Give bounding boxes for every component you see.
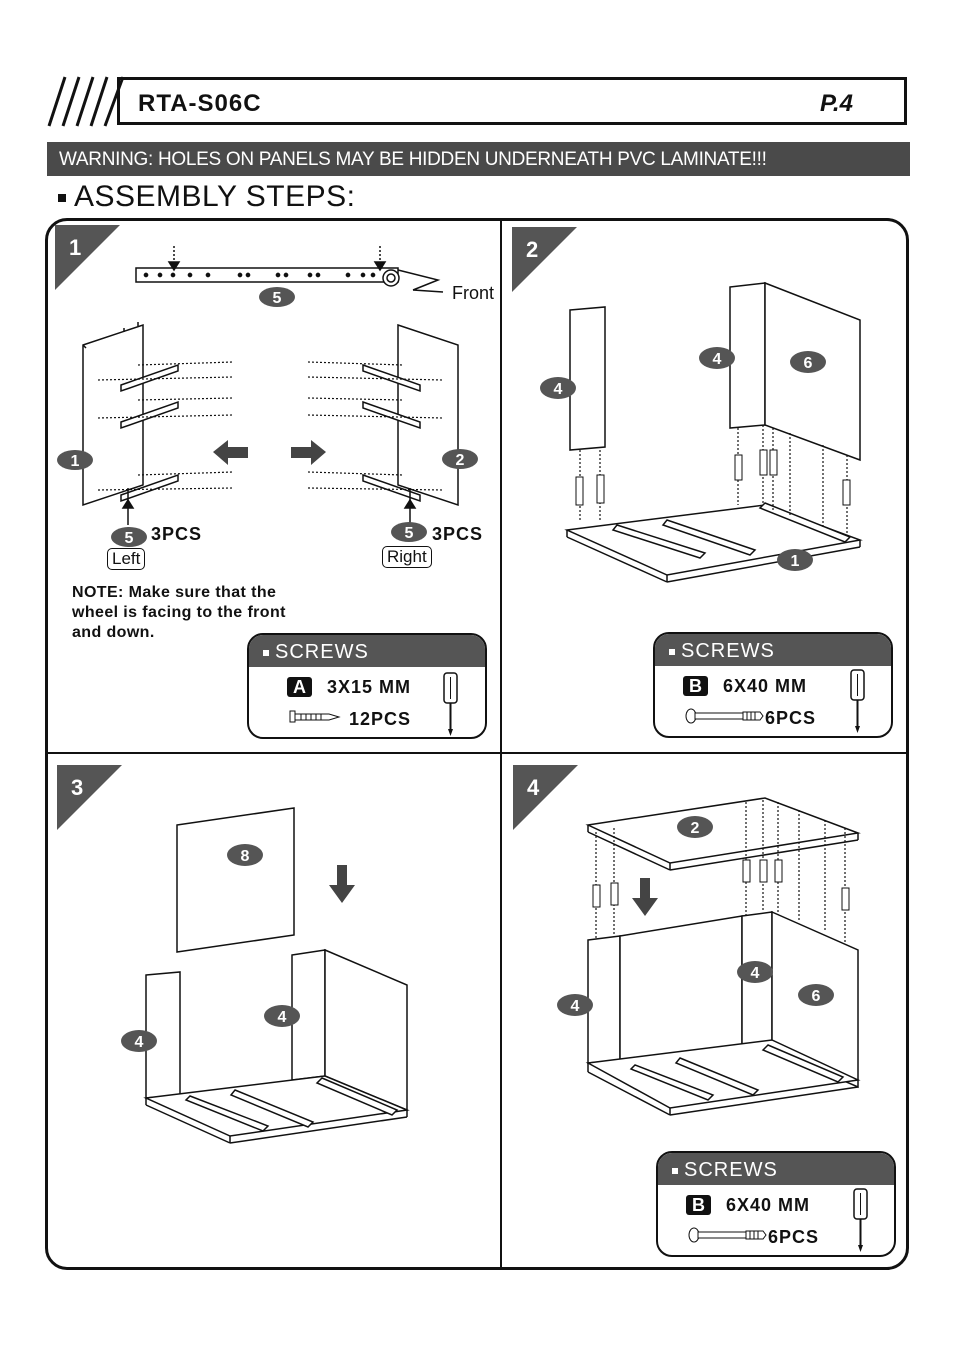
right-side-panel bbox=[362, 323, 459, 525]
part-badge-2 bbox=[677, 816, 713, 838]
screw-a-icon bbox=[289, 710, 341, 723]
right-qty: 3PCS bbox=[432, 524, 484, 544]
svg-text:6: 6 bbox=[804, 355, 813, 372]
screw-b-icon bbox=[685, 708, 764, 724]
svg-text:4: 4 bbox=[713, 351, 722, 368]
step-3-illustration: 8 4 4 bbox=[121, 807, 410, 1144]
part-badge-4a bbox=[540, 377, 576, 399]
part-badge-5 bbox=[259, 287, 295, 307]
part-badge-4b bbox=[737, 961, 773, 983]
back-panel-8 bbox=[176, 807, 295, 953]
screw-b-icon bbox=[688, 1227, 767, 1243]
step-1-number: 1 bbox=[69, 235, 81, 260]
screws-box-step-2: SCREWS B 6X40 MM 6PCS bbox=[653, 632, 893, 738]
svg-text:4: 4 bbox=[751, 965, 760, 982]
screw-code-b: B bbox=[683, 676, 708, 696]
screw-qty: 12PCS bbox=[349, 709, 412, 729]
drawer-slide-illustration bbox=[135, 246, 444, 293]
left-qty: 3PCS bbox=[151, 524, 203, 544]
section-title: ASSEMBLY STEPS: bbox=[58, 180, 356, 214]
part-2-label: 2 bbox=[456, 452, 465, 469]
screw-code-a: A bbox=[287, 677, 312, 697]
grid-divider-vertical bbox=[500, 218, 502, 1270]
svg-text:4: 4 bbox=[571, 998, 580, 1015]
page-number: P.4 bbox=[820, 90, 853, 117]
part-badge-8 bbox=[227, 844, 263, 866]
qty-badge-left bbox=[111, 527, 147, 547]
qty-badge-right bbox=[391, 522, 427, 542]
step-2-number: 2 bbox=[526, 237, 538, 262]
arrow-down-icon bbox=[329, 865, 355, 903]
part-badge-2 bbox=[442, 449, 478, 469]
screws-box-step-4: SCREWS B 6X40 MM 6PCS bbox=[656, 1151, 896, 1257]
header-box bbox=[117, 77, 907, 125]
step-3-corner: 3 bbox=[57, 765, 122, 830]
part-badge-4a bbox=[121, 1030, 157, 1052]
part-badge-4b bbox=[264, 1005, 300, 1027]
svg-text:4: 4 bbox=[554, 381, 563, 398]
left-side-panel bbox=[82, 322, 179, 525]
part-badge-4b bbox=[699, 347, 735, 369]
step-2-illustration: 4 4 6 1 bbox=[540, 281, 863, 583]
grid-divider-horizontal bbox=[45, 752, 909, 754]
svg-text:2: 2 bbox=[691, 820, 700, 837]
panel-4-back bbox=[729, 282, 766, 429]
step-4-number: 4 bbox=[527, 775, 540, 800]
svg-text:1: 1 bbox=[791, 553, 800, 570]
part-badge-4a bbox=[557, 994, 593, 1016]
arrow-left-icon bbox=[213, 440, 248, 465]
warning-banner: WARNING: HOLES ON PANELS MAY BE HIDDEN U… bbox=[47, 142, 910, 176]
svg-text:8: 8 bbox=[241, 848, 250, 865]
panel-4-back bbox=[741, 911, 773, 1059]
screwdriver-icon bbox=[443, 672, 458, 736]
panel-4-left bbox=[569, 306, 606, 451]
step-1-illustration: 5 1 2 5 5 bbox=[57, 246, 478, 547]
assembly-note: NOTE: Make sure that the wheel is facing… bbox=[72, 584, 286, 641]
screwdriver-icon bbox=[850, 669, 865, 733]
step-2-corner: 2 bbox=[512, 227, 577, 292]
panel-4-left bbox=[587, 935, 621, 1064]
step-3-number: 3 bbox=[71, 775, 83, 800]
header-stripes bbox=[47, 76, 125, 127]
screw-size: 6X40 MM bbox=[723, 676, 808, 696]
screw-qty: 6PCS bbox=[768, 1227, 820, 1247]
top-panel-2 bbox=[585, 797, 861, 864]
part-badge-1 bbox=[777, 549, 813, 571]
model-number: RTA-S06C bbox=[138, 90, 262, 117]
steps-grid bbox=[45, 218, 909, 1270]
screw-code-b: B bbox=[686, 1195, 711, 1215]
front-label: Front bbox=[452, 283, 495, 303]
screw-size: 3X15 MM bbox=[327, 677, 412, 697]
qty-left-part: 5 bbox=[125, 530, 134, 547]
step-1-corner: 1 bbox=[55, 225, 120, 290]
part-badge-1 bbox=[57, 450, 93, 470]
screwdriver-icon bbox=[853, 1188, 868, 1252]
svg-text:6: 6 bbox=[812, 988, 821, 1005]
svg-text:4: 4 bbox=[278, 1009, 287, 1026]
part-badge-6 bbox=[790, 351, 826, 373]
arrow-right-icon bbox=[291, 440, 326, 465]
left-label: Left bbox=[107, 548, 146, 570]
svg-text:4: 4 bbox=[135, 1034, 144, 1051]
screw-qty: 6PCS bbox=[765, 708, 817, 728]
part-badge-6 bbox=[798, 984, 834, 1006]
screws-box-step-1: SCREWS A 3X15 MM 12PCS bbox=[247, 633, 487, 739]
qty-right-part: 5 bbox=[405, 525, 414, 542]
part-5-label: 5 bbox=[273, 290, 282, 307]
part-1-label: 1 bbox=[71, 453, 80, 470]
screw-size: 6X40 MM bbox=[726, 1195, 811, 1215]
step-4-illustration: 2 4 4 6 bbox=[557, 797, 861, 1116]
step-4-corner: 4 bbox=[513, 765, 578, 830]
arrow-down-icon bbox=[632, 878, 658, 916]
right-label: Right bbox=[382, 546, 432, 568]
